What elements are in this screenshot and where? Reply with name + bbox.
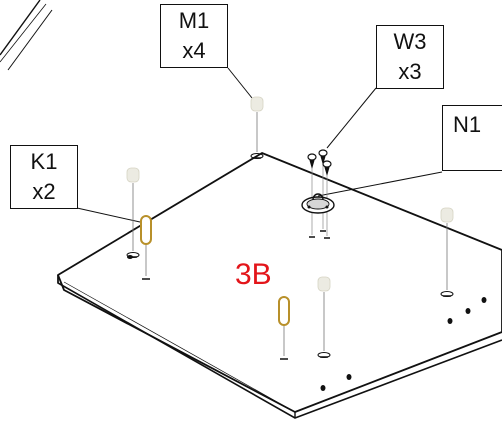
plate-n1	[301, 193, 335, 214]
cam-bolt	[126, 167, 140, 258]
w3-qty: x3	[398, 59, 422, 84]
panel-board	[57, 152, 502, 419]
callout-k1: K1 x2	[10, 145, 78, 209]
dowel	[278, 296, 290, 360]
w3-code: W3	[393, 29, 427, 54]
dowel	[140, 215, 152, 280]
dowels-k1	[140, 215, 290, 360]
k1-qty: x2	[32, 179, 56, 204]
k1-code: K1	[30, 149, 58, 174]
leader-k1	[76, 207, 141, 223]
cam-bolt	[250, 96, 264, 159]
step-label: 3B	[235, 258, 272, 291]
edge-holes	[127, 255, 487, 391]
cam-bolts-m1	[126, 96, 454, 358]
leader-m1	[227, 67, 253, 99]
leader-w3	[326, 87, 377, 149]
board-top-edge-inner	[63, 281, 296, 413]
board-top-face	[57, 152, 502, 413]
leader-n1	[317, 171, 443, 197]
n1-code: N1	[453, 112, 482, 137]
m1-qty: x4	[182, 38, 206, 63]
upper-panel-fragment	[0, 0, 53, 71]
cam-bolt	[317, 276, 331, 358]
callout-n1: N1	[442, 105, 502, 171]
leader-lines	[76, 67, 443, 223]
screw	[322, 160, 332, 239]
m1-code: M1	[178, 8, 210, 33]
callout-w3: W3 x3	[376, 25, 444, 89]
cam-bolt	[440, 207, 454, 297]
callout-m1: M1 x4	[160, 4, 228, 68]
